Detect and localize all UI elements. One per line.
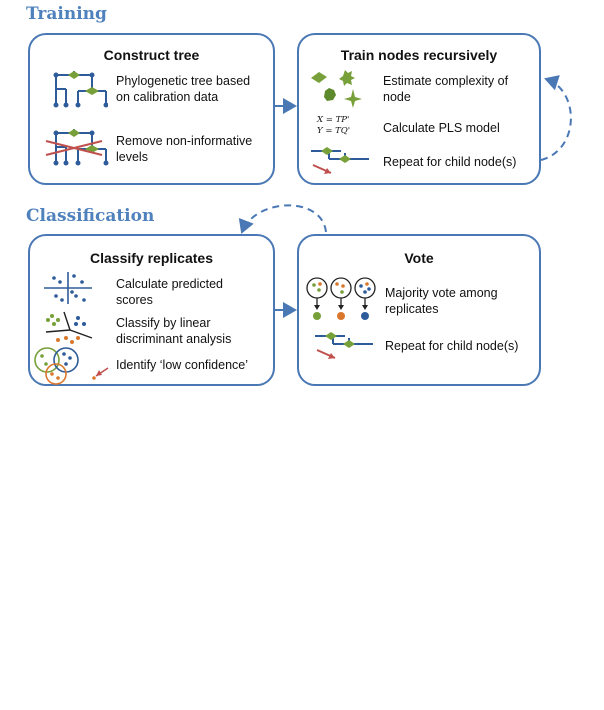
panel-train-nodes: Train nodes recursively Estimate complex… [297,33,541,185]
item-linear-discriminant: Classify by linear discriminant analysis [116,316,232,346]
section-title-classification: Classification [26,206,155,226]
tree-crossed-icon [45,129,109,166]
child-node-icon [315,332,373,359]
item-low-confidence: Identify ‘low confidence’ [116,358,249,372]
confidence-circles-icon [34,347,109,385]
dashed-loop-classification [238,204,327,234]
panel-classify-replicates: Classify replicates Calculate predicted … [28,234,275,386]
item-remove-levels: Remove non-informative levels [116,134,253,164]
panel-title: Classify replicates [90,250,213,266]
panel-title: Construct tree [103,47,200,63]
pls-equations: X = TP' Y = TQ' [317,115,351,136]
lda-scatter-icon [45,311,93,344]
item-repeat-child: Repeat for child node(s) [385,339,519,353]
panel-title: Train nodes recursively [340,47,498,63]
section-title-training: Training [26,4,107,24]
panel-title: Vote [404,250,434,266]
vote-circles-icon [306,277,376,320]
dashed-loop-train [540,75,572,161]
scatter-axes-icon [44,272,92,304]
panel-vote: Vote Majority vote among replicates Repe… [297,234,541,386]
item-phylogenetic-tree: Phylogenetic tree based on calibration d… [116,74,251,104]
item-estimate-complexity: Estimate complexity of node [383,74,509,104]
item-calculate-pls: Calculate PLS model [383,121,500,135]
panel-construct-tree: Construct tree Phylogenetic tree based o… [28,33,275,185]
item-repeat-child: Repeat for child node(s) [383,155,517,169]
item-predicted-scores: Calculate predicted scores [116,277,224,307]
tree-icon [53,71,108,108]
child-node-icon [311,147,369,174]
leaf-shapes-icon [311,70,362,108]
item-majority-vote: Majority vote among replicates [385,286,498,316]
